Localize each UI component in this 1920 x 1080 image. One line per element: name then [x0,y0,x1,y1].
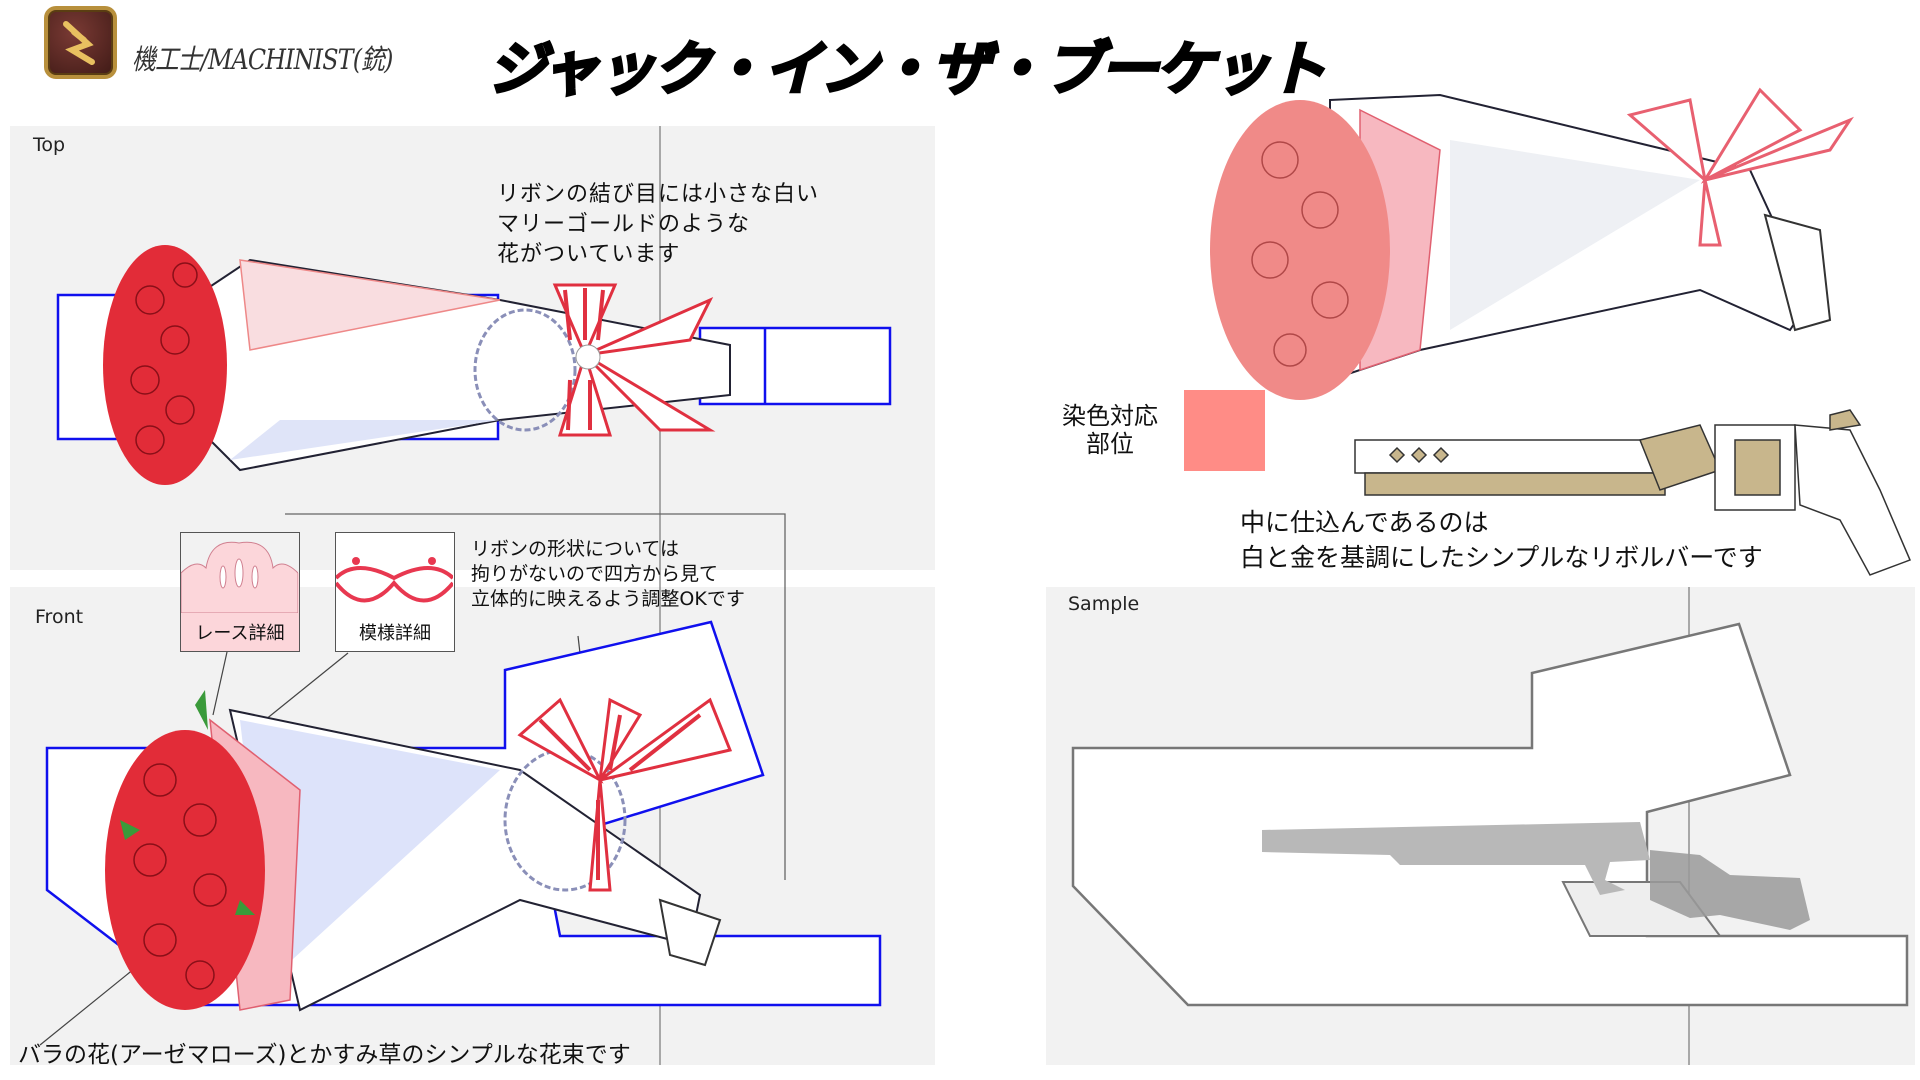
page-title: ジャック・イン・ザ・ブーケット [487,34,1328,105]
note-line: 拘りがないので四方から見て [471,563,719,585]
pattern-detail-label: 模様詳細 [359,623,431,644]
top-view-label: Top [33,134,66,156]
note-line: 白と金を基調にしたシンプルなリボルバーです [1240,543,1763,572]
dye-label-line: 染色対応 [1062,402,1158,430]
note-line: リボンの形状については [471,538,680,560]
sample-label: Sample [1068,593,1140,615]
job-icon [44,6,117,79]
lace-detail-box: レース詳細 [180,532,300,652]
note-line: リボンの結び目には小さな白い [497,182,820,207]
ribbon-flower-note: リボンの結び目には小さな白い マリーゴールドのような 花がついています [497,180,819,270]
dye-color-swatch [1184,390,1265,471]
dye-label-line: 部位 [1086,430,1134,458]
front-view-panel [10,587,935,1065]
note-line: 花がついています [497,242,681,267]
revolver-note: 中に仕込んであるのは 白と金を基調にしたシンプルなリボルバーです [1240,505,1763,575]
note-line: 立体的に映えるよう調整OKです [471,588,745,610]
sample-panel [1046,587,1915,1065]
ribbon-shape-note: リボンの形状については 拘りがないので四方から見て 立体的に映えるよう調整OKで… [471,537,745,612]
lace-pattern-icon [180,541,299,614]
pattern-detail-box: 模様詳細 [334,532,455,652]
bouquet-note: バラの花(アーゼマローズ)とかすみ草のシンプルな花束です [18,1042,631,1068]
front-view-label: Front [35,606,84,628]
note-line: 中に仕込んであるのは [1240,508,1489,537]
lace-detail-label: レース詳細 [195,623,285,644]
ribbon-pattern-icon [334,557,455,603]
job-label: 機工士/MACHINIST(銃) [132,43,393,76]
tr-bouquet-illustration [1210,87,1854,400]
note-line: マリーゴールドのような [497,212,751,237]
dye-label: 染色対応 部位 [1062,402,1158,458]
